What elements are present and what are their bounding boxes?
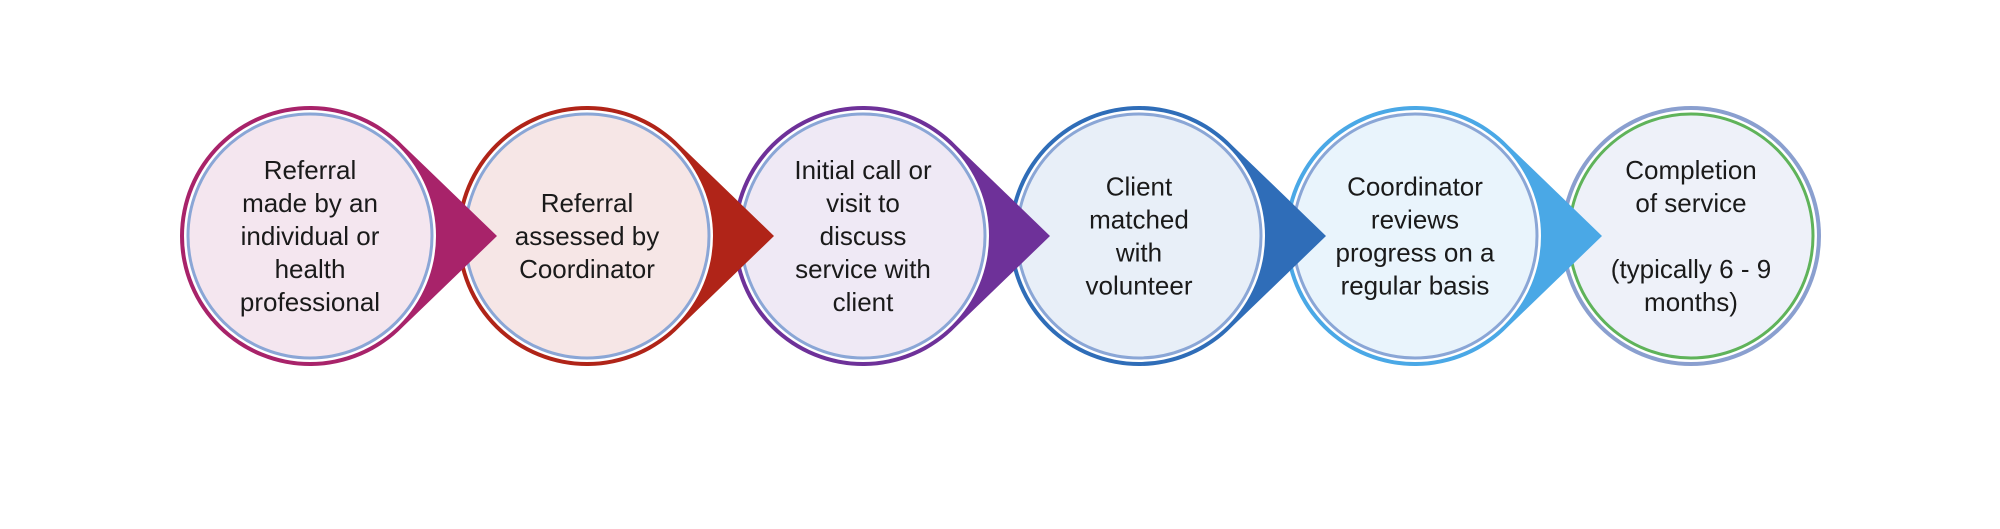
step-circle xyxy=(186,112,434,360)
step-label-line: assessed by xyxy=(515,221,660,251)
step-label-line: regular basis xyxy=(1341,271,1490,301)
step-label-line: health xyxy=(275,254,346,284)
step-circle xyxy=(1015,112,1263,360)
step-label-line: with xyxy=(1115,238,1162,268)
step-label-line: Coordinator xyxy=(519,254,655,284)
step-label-line: reviews xyxy=(1371,205,1459,235)
step-label-line: matched xyxy=(1089,205,1189,235)
step-label-line: Referral xyxy=(264,155,356,185)
step-label-line: discuss xyxy=(820,221,907,251)
step-label-line: client xyxy=(833,287,894,317)
step-label-line: volunteer xyxy=(1086,271,1193,301)
step-label-line: Client xyxy=(1106,172,1173,202)
step-label-line: of service xyxy=(1635,188,1746,218)
step-label-line: Completion xyxy=(1625,155,1757,185)
step-label-line: months) xyxy=(1644,287,1738,317)
step-label-line: Coordinator xyxy=(1347,172,1483,202)
step-circle xyxy=(1291,112,1539,360)
step-label-line: individual or xyxy=(241,221,380,251)
step-label-line: Referral xyxy=(541,188,633,218)
step-label-line: professional xyxy=(240,287,380,317)
step-label-line: service with xyxy=(795,254,931,284)
step-circle xyxy=(1567,112,1815,360)
step-label-line: visit to xyxy=(826,188,900,218)
step-label-line: Initial call or xyxy=(794,155,932,185)
step-label-line: progress on a xyxy=(1336,238,1496,268)
step-label-line: (typically 6 - 9 xyxy=(1611,254,1771,284)
step-label-line: made by an xyxy=(242,188,378,218)
